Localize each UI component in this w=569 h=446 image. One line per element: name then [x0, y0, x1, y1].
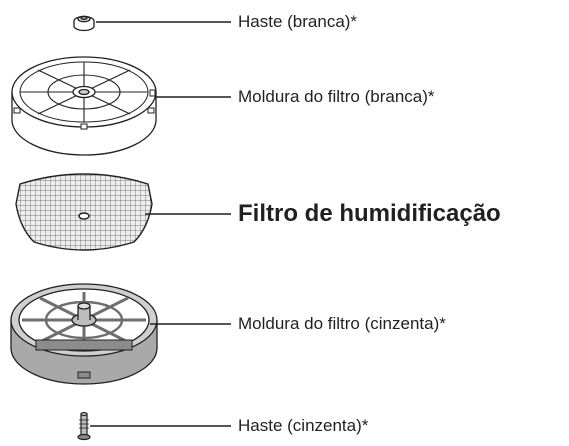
haste-cinzenta-illustration [77, 412, 91, 441]
label-moldura-branca: Moldura do filtro (branca)* [238, 87, 435, 106]
haste-branca-illustration [73, 15, 95, 32]
moldura-cinzenta-illustration [10, 283, 158, 385]
label-moldura-cinzenta: Moldura do filtro (cinzenta)* [238, 314, 446, 333]
label-haste-cinzenta: Haste (cinzenta)* [238, 416, 369, 435]
filtro-illustration [15, 173, 153, 251]
label-haste-branca: Haste (branca)* [238, 12, 358, 31]
label-filtro: Filtro de humidificação [238, 200, 501, 227]
moldura-branca-illustration [11, 56, 157, 156]
